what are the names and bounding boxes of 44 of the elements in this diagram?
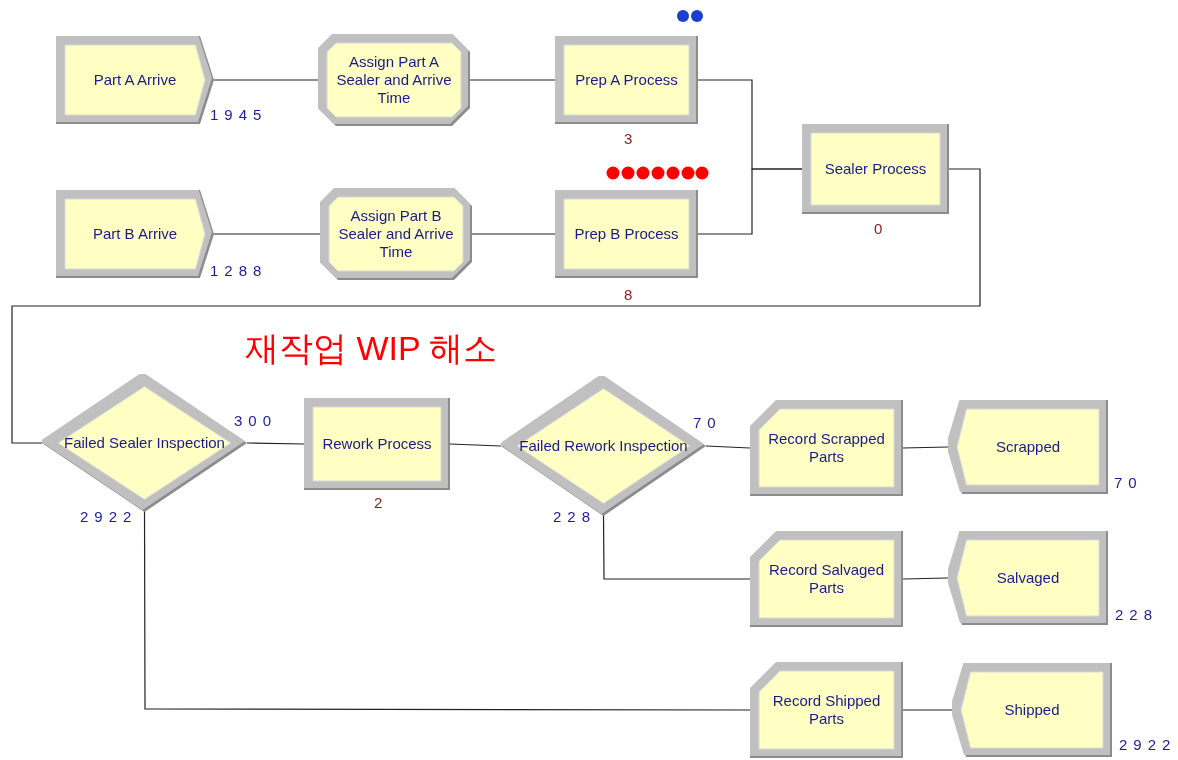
counter-value: 228 bbox=[1115, 606, 1159, 624]
counter-value: 8 bbox=[624, 286, 633, 304]
node-label: Record Shipped Parts bbox=[771, 692, 882, 728]
counter-value: 2922 bbox=[80, 508, 138, 526]
node-label: Failed Sealer Inspection bbox=[64, 434, 225, 452]
counter-value: 1945 bbox=[210, 106, 268, 124]
counter-value: 228 bbox=[553, 508, 597, 526]
node-label: Salvaged bbox=[996, 569, 1060, 587]
counter-value: 70 bbox=[1114, 474, 1143, 492]
node-label: Prep B Process bbox=[574, 225, 679, 243]
node-label: Assign Part A Sealer and Arrive Time bbox=[335, 53, 453, 107]
process-box bbox=[802, 124, 949, 214]
counter-value: 70 bbox=[693, 414, 722, 432]
counter-value: 300 bbox=[234, 412, 278, 430]
node-label: Shipped bbox=[1004, 701, 1060, 719]
dispose-module bbox=[948, 400, 1108, 494]
node-label: Record Scrapped Parts bbox=[767, 430, 886, 466]
node-label: Sealer Process bbox=[824, 160, 927, 178]
counter-value: 2922 bbox=[1119, 736, 1177, 754]
process-box bbox=[304, 398, 450, 490]
counter-value: 0 bbox=[874, 220, 883, 238]
assign-module bbox=[318, 34, 470, 126]
connector-line bbox=[449, 443, 502, 447]
node-label: Part A Arrive bbox=[93, 71, 177, 89]
dispose-module bbox=[948, 531, 1108, 625]
annotation-text: 재작업 WIP 해소 bbox=[245, 328, 498, 368]
counter-value: 1288 bbox=[210, 262, 268, 280]
node-label: Prep A Process bbox=[575, 71, 678, 89]
dispose-module bbox=[952, 663, 1112, 757]
node-label: Rework Process bbox=[322, 435, 432, 453]
node-label: Failed Rework Inspection bbox=[519, 437, 688, 455]
connector-line bbox=[11, 168, 981, 444]
record-module bbox=[750, 662, 903, 758]
record-module bbox=[750, 531, 903, 627]
node-label: Record Salvaged Parts bbox=[767, 561, 886, 597]
record-module bbox=[750, 400, 903, 496]
node-label: Assign Part B Sealer and Arrive Time bbox=[337, 207, 455, 261]
assign-module bbox=[320, 188, 472, 280]
process-box bbox=[555, 190, 698, 278]
node-label: Part B Arrive bbox=[92, 225, 178, 243]
counter-value: 2 bbox=[374, 494, 383, 512]
counter-value: 3 bbox=[624, 130, 633, 148]
node-label: Scrapped bbox=[995, 438, 1061, 456]
process-box bbox=[555, 36, 698, 124]
